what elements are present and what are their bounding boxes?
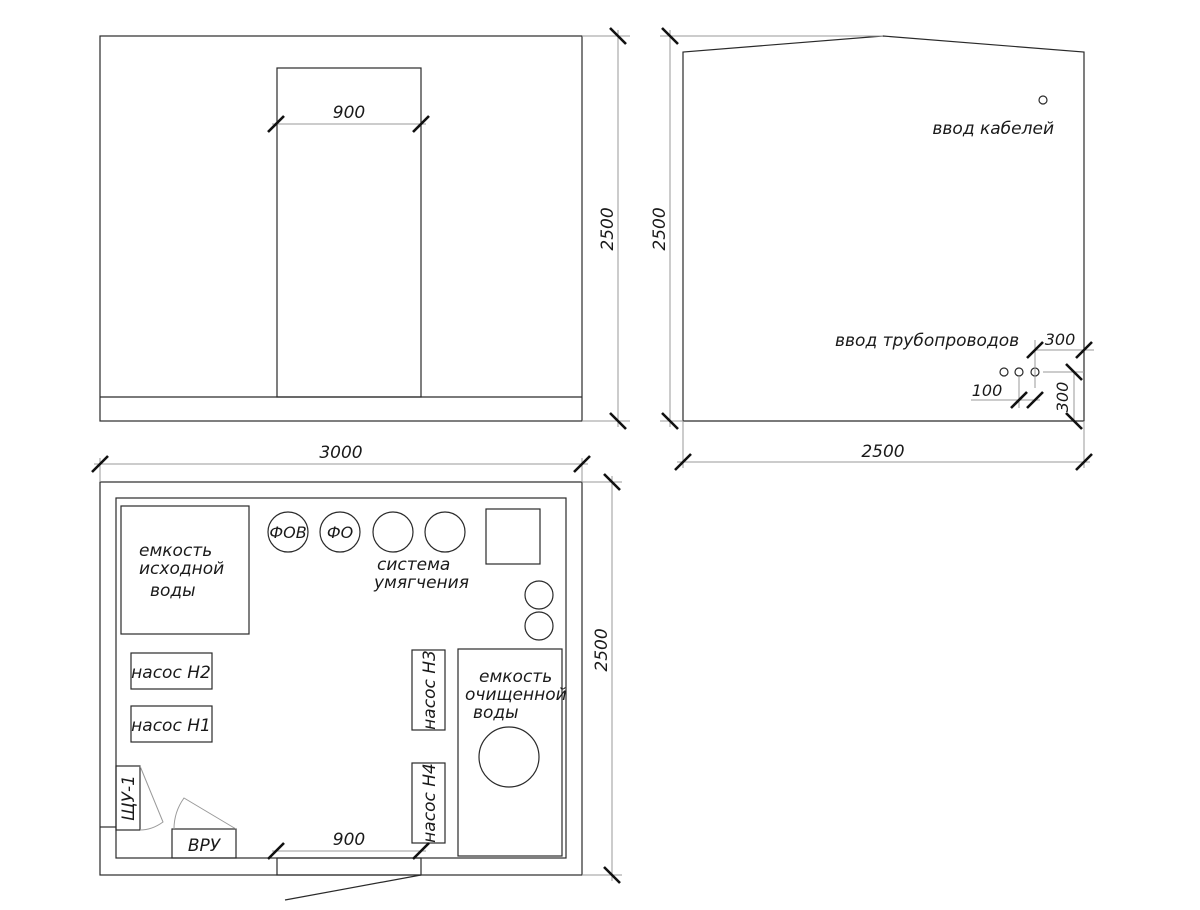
- front-door: [276, 67, 422, 398]
- softening-label-line1: система: [377, 555, 450, 575]
- dimension-tick: [674, 453, 692, 471]
- plan-door-leaf: [284, 874, 422, 901]
- pump-h2: [130, 652, 213, 690]
- dimension-tick: [1010, 391, 1028, 409]
- clean-tank-label-line3: воды: [473, 703, 519, 723]
- plan-width-label: 3000: [319, 443, 362, 463]
- dimension-tick: [1065, 412, 1083, 430]
- front-door-width-label: 900: [333, 103, 365, 123]
- pump-h2-label: насос Н2: [131, 663, 211, 683]
- side-width-label: 2500: [861, 442, 904, 462]
- pump-h3: [411, 649, 446, 731]
- control-cabinet-label: ЩУ-1: [119, 775, 139, 821]
- dimension-tick: [609, 412, 627, 430]
- dimension-tick: [412, 842, 430, 860]
- front-height-label: 2500: [598, 207, 618, 250]
- pipe-spacing-label: 100: [972, 381, 1003, 400]
- dimension-tick: [1075, 341, 1093, 359]
- pipe-offset-bottom-label: 300: [1053, 382, 1072, 413]
- clean-tank-label-line2: очищенной: [465, 685, 567, 705]
- pump-h1-label: насос Н1: [131, 716, 211, 736]
- dimension-tick: [573, 455, 591, 473]
- pump-h3-label: насос Н3: [420, 650, 440, 730]
- dimension-tick: [661, 412, 679, 430]
- switchboard-door-swing: [173, 797, 237, 830]
- filter-fo: [319, 511, 361, 553]
- cabinet-door-swing: [139, 765, 164, 831]
- source-tank-label-line1: емкость: [139, 541, 212, 561]
- plan-door-width-label: 900: [333, 830, 365, 850]
- main-switchboard-label: ВРУ: [188, 836, 222, 856]
- plan-height-label: 2500: [592, 628, 612, 671]
- pipe-entry-hole: [1014, 367, 1024, 377]
- cable-entry-hole: [1038, 95, 1048, 105]
- small-vessel: [524, 580, 554, 610]
- dimension-tick: [609, 27, 627, 45]
- source-tank-label-line2: исходной: [139, 559, 224, 579]
- main-switchboard-vru: [171, 828, 237, 859]
- pipe-entry-hole: [999, 367, 1009, 377]
- dimension-tick: [603, 473, 621, 491]
- front-view: 900 2500: [99, 27, 630, 430]
- cable-entry-label: ввод кабелей: [932, 119, 1054, 139]
- equipment-unit: [485, 508, 541, 565]
- front-wall-outline: [99, 35, 583, 422]
- pipe-offset-right-label: 300: [1045, 330, 1076, 349]
- plan-view: 3000 2500 емкость исходной воды ФОВ ФО с…: [91, 443, 622, 901]
- pump-h4-label: насос Н4: [420, 763, 440, 843]
- clean-tank-label-line1: емкость: [479, 667, 552, 687]
- softening-label-line2: умягчения: [373, 573, 469, 593]
- softener-vessel: [424, 511, 466, 553]
- softener-vessel: [372, 511, 414, 553]
- dimension-tick: [1065, 363, 1083, 381]
- dimension-tick: [1075, 453, 1093, 471]
- plan-door-opening: [276, 857, 422, 876]
- filter-fo-label: ФО: [327, 523, 353, 542]
- pump-h1: [130, 705, 213, 743]
- dimension-tick: [661, 27, 679, 45]
- dimension-tick: [1026, 391, 1044, 409]
- clean-tank-hatch: [478, 726, 540, 788]
- pipe-entry-label: ввод трубопроводов: [835, 331, 1019, 351]
- filter-fov: [267, 511, 309, 553]
- dimension-tick: [603, 866, 621, 884]
- side-wall-outline: [682, 35, 1085, 422]
- dimension-tick: [267, 842, 285, 860]
- source-tank-label-line3: воды: [150, 581, 196, 601]
- control-cabinet-shu1: [115, 765, 141, 831]
- source-water-tank: [120, 505, 250, 635]
- side-height-label: 2500: [650, 207, 670, 250]
- small-vessel: [524, 611, 554, 641]
- side-view: 2500 2500 ввод кабелей ввод трубопроводо…: [650, 27, 1094, 471]
- clean-water-tank: [457, 648, 563, 857]
- filter-fov-label: ФОВ: [269, 523, 306, 542]
- dimension-tick: [91, 455, 109, 473]
- dimension-tick: [267, 115, 285, 133]
- dimension-tick: [1026, 341, 1044, 359]
- dimension-tick: [412, 115, 430, 133]
